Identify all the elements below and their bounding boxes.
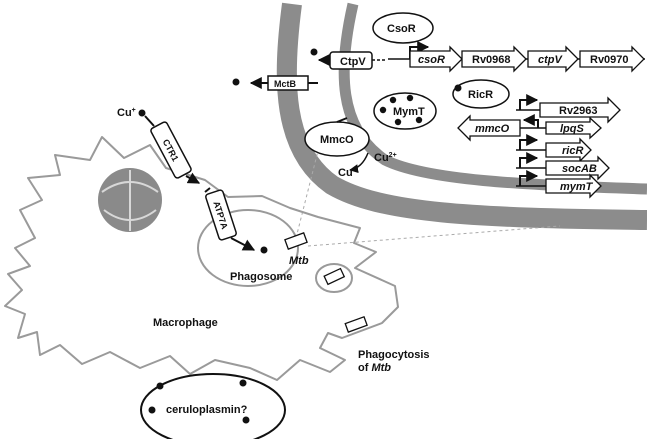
svg-text:lpqS: lpqS xyxy=(560,123,584,135)
ceruloplasmin-label: ceruloplasmin? xyxy=(166,404,248,416)
csor-protein xyxy=(372,12,434,44)
mymt-copper-dot xyxy=(394,118,402,126)
regulon-gene-rv2963: Rv2963 xyxy=(539,96,621,124)
regulon-gene-ricr: ricR xyxy=(545,137,592,163)
ricr-promoter xyxy=(519,134,539,150)
operon-gene-rv0968: Rv0968 xyxy=(461,45,527,73)
mtb-cell-phagocytosis xyxy=(344,315,368,333)
regulon-gene-lpqs: lpqS xyxy=(545,116,602,140)
vesicle xyxy=(315,263,353,293)
svg-text:Rv0968: Rv0968 xyxy=(472,54,511,66)
copper-dot-phagosome xyxy=(260,246,268,254)
atp7a-stem xyxy=(204,187,211,193)
regulon-gene-mmco: mmcO xyxy=(457,114,521,142)
mtb-label: Mtb xyxy=(289,255,309,267)
svg-text:mymT: mymT xyxy=(560,181,594,193)
phagosome xyxy=(197,209,299,287)
ceruloplasmin-copper-dot xyxy=(242,416,250,424)
ricr-label: RicR xyxy=(468,89,493,101)
mymt-label: MymT xyxy=(393,106,425,118)
macrophage-outline xyxy=(4,136,399,381)
ctr1-arrow xyxy=(185,172,201,184)
zoom-line-upper xyxy=(295,142,321,239)
operon-gene-ctpv: ctpV xyxy=(527,45,579,73)
copper-ion-dot xyxy=(454,84,462,92)
copper-ion-dot xyxy=(310,48,318,56)
ceruloplasmin-compartment xyxy=(140,373,286,444)
ctpv-label: CtpV xyxy=(340,56,366,68)
mmco-label: MmcO xyxy=(320,134,354,146)
copper-ion-dot xyxy=(232,78,240,86)
mymt-copper-dot xyxy=(406,94,414,102)
regulon-gene-socab: socAB xyxy=(545,155,610,181)
svg-text:mmcO: mmcO xyxy=(475,123,510,135)
macrophage-label: Macrophage xyxy=(153,317,218,329)
mymt-copper-dot xyxy=(415,116,423,124)
socab-promoter xyxy=(519,152,539,168)
svg-text:ricR: ricR xyxy=(562,145,583,157)
operon-gene-csor: csoR xyxy=(409,45,463,73)
ctr1-stem xyxy=(144,115,155,127)
mmco-promoter xyxy=(522,114,539,128)
regulon-gene-mymt: mymT xyxy=(545,173,602,199)
ctr1-transporter: CTR1 xyxy=(150,121,192,179)
mymt-copper-dot xyxy=(379,106,387,114)
csor-label: CsoR xyxy=(387,23,416,35)
mymt-promoter xyxy=(519,170,539,186)
mctb-label: MctB xyxy=(274,79,296,89)
ceruloplasmin-copper-dot xyxy=(148,406,156,414)
svg-text:Rv0970: Rv0970 xyxy=(590,54,629,66)
atp7a-transporter: ATP7A xyxy=(205,189,237,241)
mmco-anchor xyxy=(336,117,348,123)
zoom-line-lower xyxy=(307,225,561,247)
svg-text:ctpV: ctpV xyxy=(538,54,564,66)
mtb-cell-phagosome xyxy=(284,232,308,250)
svg-text:csoR: csoR xyxy=(418,54,445,66)
atp7a-arrow xyxy=(230,237,256,251)
phagocytosis-of-label: of Mtb xyxy=(358,362,391,374)
copper-ion-dot xyxy=(138,109,146,117)
operon-gene-rv0970: Rv0970 xyxy=(579,45,645,73)
phagocytosis-label: Phagocytosis xyxy=(358,349,430,361)
svg-text:socAB: socAB xyxy=(562,163,597,175)
cu-plus-label: Cu+ xyxy=(117,107,136,119)
ceruloplasmin-copper-dot xyxy=(239,379,247,387)
mymt-copper-dot xyxy=(389,96,397,104)
cu2-label: Cu2+ xyxy=(374,152,397,164)
svg-text:Rv2963: Rv2963 xyxy=(559,105,598,117)
mtb-cell-vesicle xyxy=(323,267,346,286)
mmco-reaction-arrow xyxy=(349,152,369,174)
ricr-protein xyxy=(452,79,510,109)
phagosome-label: Phagosome xyxy=(230,271,292,283)
rv2963-promoter xyxy=(519,94,539,110)
ceruloplasmin-copper-dot xyxy=(156,382,164,390)
cu1-label: Cu+ xyxy=(338,167,357,179)
